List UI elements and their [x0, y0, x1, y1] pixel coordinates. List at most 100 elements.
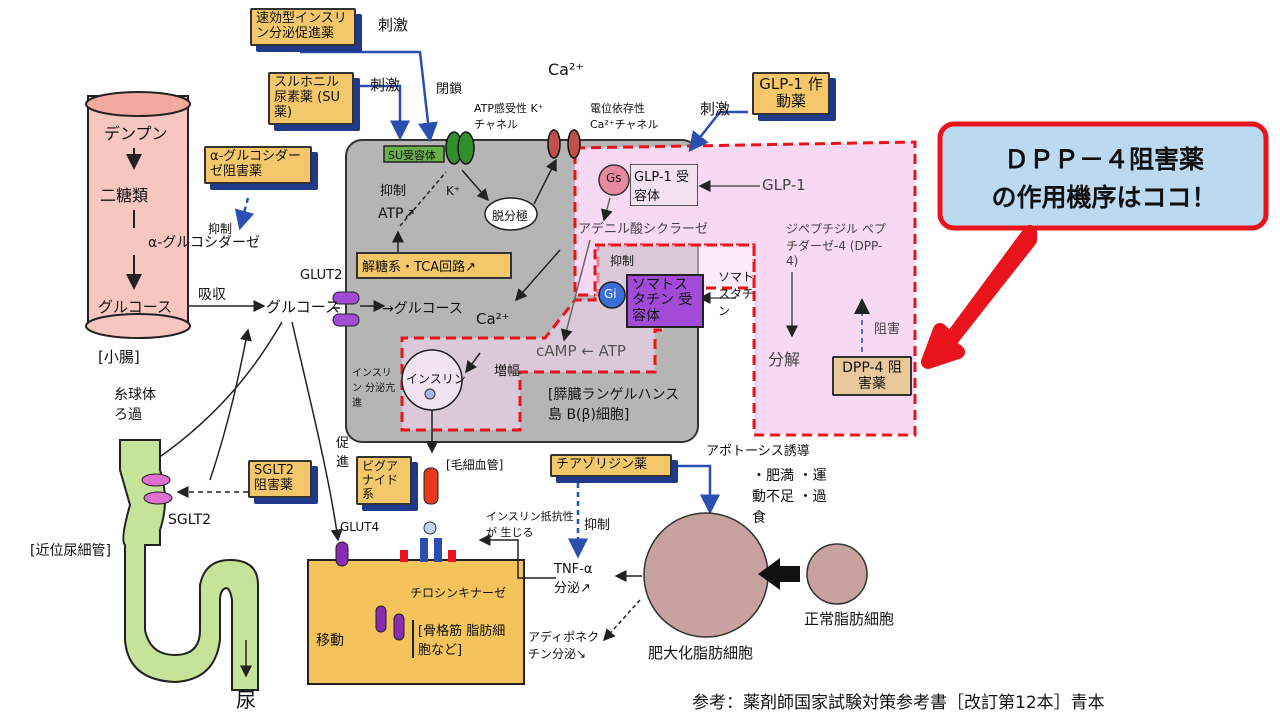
somatostatin-label: ソマト スタチン	[718, 270, 755, 318]
arrow-reabsorb	[209, 328, 252, 481]
insulin-receptor-2	[434, 538, 442, 562]
thiazolidine-drug-box: チアゾリジン薬	[550, 454, 672, 477]
hypertrophic-adipocyte-label: 肥大化脂肪細胞	[648, 644, 754, 662]
small-intestine-label: [小腸]	[98, 348, 140, 366]
arrow-glomerulus	[138, 321, 283, 471]
translocation-label: 移動	[316, 633, 344, 649]
enlarge-arrow	[758, 558, 800, 590]
capillary-shape	[423, 467, 439, 505]
camp-region	[400, 243, 756, 432]
insulin-molecule	[423, 521, 437, 535]
depolarization-circle	[484, 197, 538, 231]
sglt2-dot-2	[143, 491, 173, 505]
absorb-label: 吸収	[198, 287, 226, 303]
glomerulus-label: 糸球体 ろ過	[114, 387, 156, 423]
arrow-adiponectin	[602, 599, 641, 642]
hypertrophic-adipocyte	[643, 512, 769, 638]
disaccharide-label: 二糖類	[100, 186, 149, 205]
cell-glucose-label: →グルコース	[382, 301, 463, 317]
promote-label: 促進	[336, 436, 350, 470]
alpha-glucosidase-label: α-グルコシダーゼ	[148, 235, 260, 251]
closure-label: 閉鎖	[436, 82, 463, 97]
tyrosine-kinase-2	[448, 550, 456, 562]
atp-up-label: ATP↗	[378, 206, 416, 222]
gs-label: Gs	[606, 171, 622, 185]
glut2-pill-2	[332, 313, 360, 327]
dpp4-drug-box: DPP-4 阻害薬	[832, 356, 912, 397]
arrow-ca-in	[515, 249, 561, 302]
arrow-ca-open	[533, 158, 557, 205]
sglt2-dot-1	[141, 473, 171, 487]
insulin-secretion-label: インスリン 分泌亢進	[352, 368, 396, 409]
ca-channel-left	[547, 129, 561, 159]
ca-inner-label: Ca²⁺	[476, 310, 510, 328]
callout-arrow	[921, 225, 1037, 369]
stim-label-3: 刺激	[700, 100, 731, 118]
adenylate-cyclase-label: アデニル酸シクラーゼ	[578, 222, 709, 237]
dpp4-enzyme-label: ジペプチジル ペプチダーゼ-4 (DPP-4)	[786, 222, 886, 268]
resistance-label: インスリン抵抗性が 生じる	[486, 510, 574, 539]
risk-factors-label: ・肥満 ・運動不足 ・過食	[752, 468, 827, 526]
glut2-label: GLUT2	[300, 268, 343, 283]
arrow-glp1-stim	[688, 110, 748, 152]
depolarization-label: 脱分極	[492, 209, 529, 223]
insulin-dot	[424, 388, 436, 400]
glut4-vesicle-2	[393, 613, 405, 641]
glut2-pill-1	[332, 291, 360, 305]
arrow-depol	[461, 169, 489, 202]
insulin-receptor-1	[420, 538, 428, 562]
katp-label: ATP感受性 K⁺チャネル	[474, 102, 544, 131]
small-intestine	[85, 91, 191, 339]
gi-label: Gi	[604, 287, 617, 301]
katp-channel-right	[457, 131, 475, 165]
proximal-tubule-label: [近位尿細管]	[30, 543, 111, 559]
tnf-label: TNF-α 分泌↗	[554, 562, 593, 596]
urine-label: 尿	[236, 688, 256, 712]
inhibit-cell-label: 抑制	[380, 184, 407, 199]
arrow-resistance	[478, 534, 556, 579]
amplify-label: 増幅	[494, 364, 521, 379]
glp1-receptor-label: GLP-1 受容体	[630, 164, 698, 206]
tyrosine-kinase-label: チロシンキナーゼ	[410, 586, 507, 600]
glut4-vesicle-1	[375, 605, 387, 633]
alpha-gi-drug-box: α-グルコシダーゼ阻害薬	[204, 146, 312, 184]
inhibit-alpha-label: 抑制	[208, 222, 233, 236]
arrow-to-muscle	[291, 321, 343, 542]
somatostatin-receptor-box: ソマトスタチン 受容体	[626, 274, 704, 329]
glut4-label: GLUT4	[340, 520, 380, 534]
islet-label: [膵臓ランゲルハンス島 B(β)細胞]	[548, 387, 680, 423]
inhibit-dpp4-label: 阻害	[874, 322, 901, 337]
decomposition-label: 分解	[768, 350, 801, 369]
arrow-rapid-stim	[300, 50, 438, 143]
muscle-label: [骨格筋 脂肪細胞など]	[412, 620, 518, 658]
arrow-su-stim	[350, 84, 410, 141]
glp1-drug-box: GLP-1 作動薬	[752, 72, 830, 115]
ca-channel-right	[567, 129, 581, 159]
arrow-atp-channel	[399, 171, 447, 227]
gi-circle	[598, 281, 626, 309]
camp-atp-label: cAMP ← ATP	[536, 342, 626, 360]
su-receptor-shape	[383, 145, 445, 163]
dpp4-callout	[937, 121, 1269, 231]
insulin-label: インスリン	[406, 372, 466, 386]
rapid-insulin-drug-box: 速効型インスリン分泌促進薬	[250, 8, 356, 46]
blood-glucose-label: グルコース	[266, 298, 340, 316]
stim-label-2: 刺激	[370, 76, 401, 94]
callout-line1: ＤＰＰ－４阻害薬	[1003, 145, 1204, 174]
sglt2-label: SGLT2	[168, 512, 212, 528]
arrow-thiazolidine	[664, 464, 720, 515]
su-drug-box: スルホニル尿素薬 (SU薬)	[268, 72, 354, 125]
callout-line2: の作用機序はココ！	[991, 183, 1217, 212]
normal-adipocyte	[806, 543, 868, 605]
arrow-gs-ac	[600, 197, 613, 222]
tyrosine-kinase-1	[400, 550, 408, 562]
glut4-membrane	[335, 541, 349, 567]
vdcc-label: 電位依存性 Ca²⁺チャネル	[590, 102, 659, 131]
glycolysis-box: 解糖系・TCA回路↗	[356, 252, 512, 279]
capillary-label: [毛細血管]	[446, 458, 504, 472]
biguanide-drug-box: ビグアナイド系	[356, 456, 412, 506]
muscle-cell	[307, 559, 525, 685]
k-ion-label: K⁺	[446, 184, 461, 198]
ca-top-label: Ca²⁺	[548, 60, 584, 79]
